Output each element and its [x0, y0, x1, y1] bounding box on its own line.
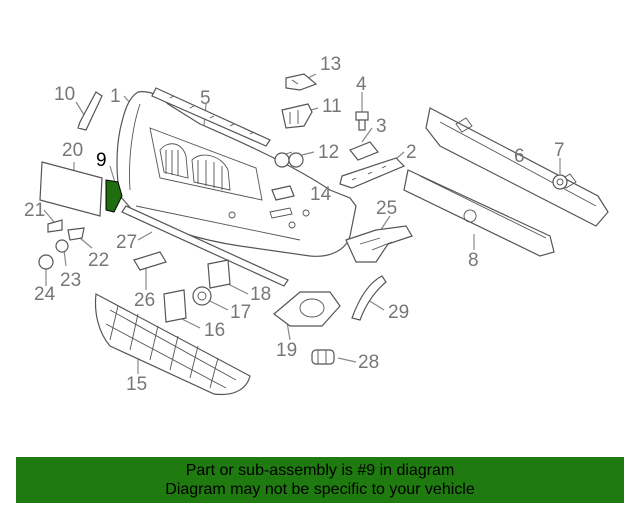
callout-8: 8: [468, 250, 479, 271]
part-1-bumper-cover: [116, 91, 357, 257]
callout-14: 14: [310, 184, 332, 205]
callout-4: 4: [356, 74, 367, 95]
part-9-bracket-highlighted: [105, 179, 123, 213]
callout-22: 22: [88, 250, 109, 271]
callout-7: 7: [554, 140, 565, 161]
callout-15: 15: [126, 374, 147, 395]
part-29-trim: [351, 275, 387, 321]
banner-line-2: Diagram may not be specific to your vehi…: [165, 481, 475, 498]
callout-18: 18: [250, 284, 271, 305]
part-28-sensor: [311, 349, 335, 365]
callout-2: 2: [406, 142, 417, 163]
part-11-mount: [281, 103, 313, 129]
part-3-clip: [349, 141, 379, 161]
callout-21: 21: [24, 200, 45, 221]
part-18-cover: [207, 259, 231, 289]
part-25-air-duct: [345, 225, 413, 263]
callout-17: 17: [230, 302, 251, 323]
callout-6: 6: [514, 146, 525, 167]
part-14-tow-cover: [271, 185, 295, 201]
part-21-screw: [47, 219, 63, 233]
part-4-bolt: [355, 111, 369, 131]
callout-23: 23: [60, 270, 81, 291]
banner-line-1: Part or sub-assembly is #9 in diagram: [185, 462, 455, 479]
part-23-grommet: [55, 239, 69, 253]
callout-3: 3: [376, 116, 387, 137]
part-20-license-plate-bracket: [39, 161, 103, 217]
callout-20: 20: [62, 140, 83, 161]
part-19-fog-bezel: [273, 291, 341, 327]
callout-11: 11: [322, 96, 342, 117]
part-26-bracket: [133, 251, 167, 271]
callout-13: 13: [320, 54, 341, 75]
part-6-reinforcement-bar: [425, 107, 609, 227]
callout-1: 1: [110, 86, 121, 107]
part-2-bracket: [339, 157, 406, 189]
part-15-lower-grille: [94, 293, 251, 396]
callout-19: 19: [276, 340, 297, 361]
callout-29: 29: [388, 302, 409, 323]
callout-12: 12: [318, 142, 339, 163]
part-5-upper-trim: [151, 87, 271, 147]
callout-28: 28: [358, 352, 379, 373]
part-7-nut: [552, 174, 568, 190]
part-22-screw: [67, 227, 85, 241]
part-27-lower-trim: [121, 205, 289, 287]
part-16-cover: [163, 289, 187, 323]
callout-25: 25: [376, 198, 397, 219]
callout-27: 27: [116, 232, 137, 253]
callout-10: 10: [54, 84, 75, 105]
part-12-sensor-holder: [274, 151, 304, 168]
callout-16: 16: [204, 320, 225, 341]
callouts: 10 1 5 13 4 11 3 12 2 6 7 20 9 14 25 21 …: [24, 54, 565, 395]
callout-24: 24: [34, 284, 56, 305]
callout-9: 9: [96, 150, 107, 171]
callout-26: 26: [134, 290, 155, 311]
part-17-fog-holder: [192, 286, 212, 306]
part-13-bracket: [285, 73, 318, 91]
info-banner: Part or sub-assembly is #9 in diagram Di…: [16, 457, 624, 503]
callout-5: 5: [200, 88, 211, 109]
part-8-absorber: [403, 169, 555, 257]
part-10-clip: [77, 91, 103, 131]
part-24-plug: [38, 254, 54, 270]
